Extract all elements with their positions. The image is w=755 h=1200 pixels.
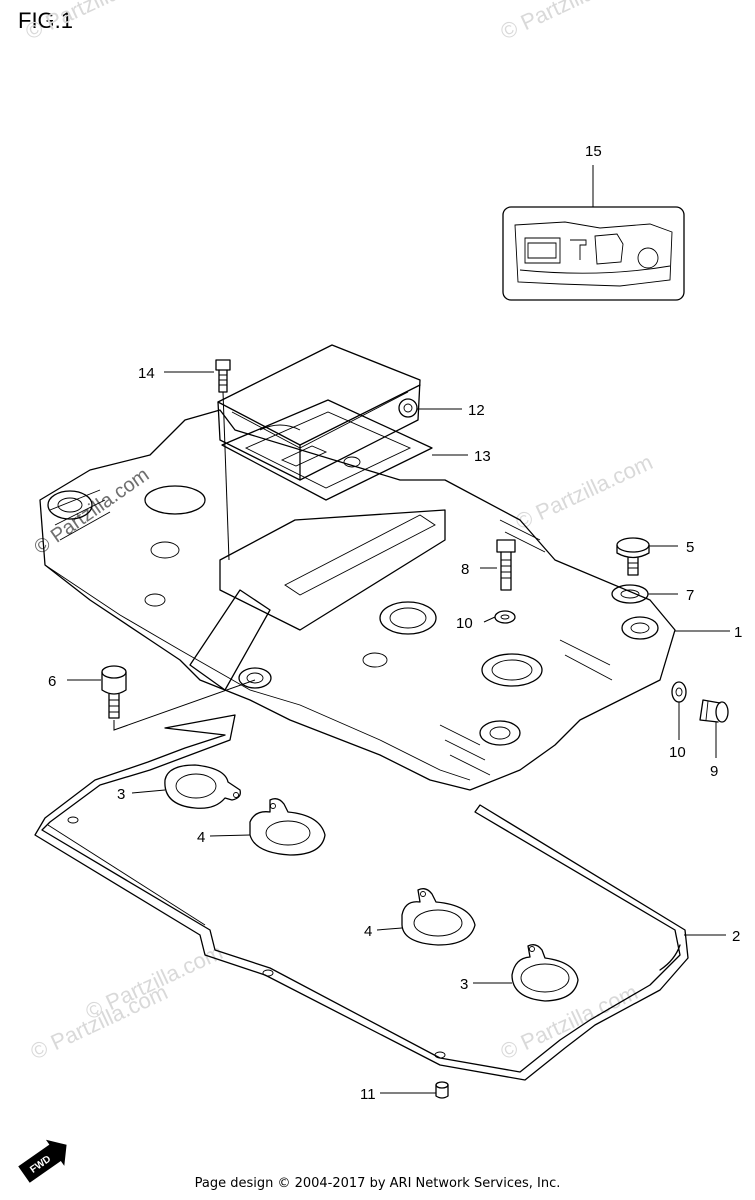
callout-11: 11 [360, 1086, 376, 1103]
watermark-text: © Partzilla.com [22, 0, 167, 45]
callout-15: 15 [585, 143, 602, 160]
callout-5: 5 [686, 539, 694, 556]
callout-7: 7 [686, 587, 694, 604]
callout-4: 4 [197, 829, 205, 846]
part-3-gasket [164, 764, 241, 809]
callout-1: 1 [734, 624, 742, 641]
part-13-gasket [221, 399, 433, 501]
part-8-bolt [496, 539, 516, 591]
callout-14: 14 [138, 365, 155, 382]
callout-12: 12 [468, 402, 485, 419]
callout-labels: 15 14 12 13 5 8 7 10 1 6 10 9 3 4 2 4 3 … [48, 143, 742, 1103]
callout-3: 3 [460, 976, 468, 993]
part-5-bolt [616, 537, 650, 576]
part-1-cylinder-head-cover [39, 409, 676, 791]
callout-10: 10 [456, 615, 473, 632]
callout-4: 4 [364, 923, 372, 940]
callout-8: 8 [461, 561, 469, 578]
fwd-arrow-badge: FWD [18, 1139, 67, 1183]
part-7-grommet [611, 584, 649, 604]
part-4-gasket [401, 888, 476, 946]
callout-9: 9 [710, 763, 718, 780]
callout-10: 10 [669, 744, 686, 761]
part-11-dowel-pin [435, 1081, 449, 1099]
callout-13: 13 [474, 448, 491, 465]
part-10-washer [494, 610, 516, 624]
part-4-gasket [249, 798, 326, 856]
callout-3: 3 [117, 786, 125, 803]
figure-title: FIG.1 [18, 8, 74, 33]
part-14-bolt [215, 359, 231, 561]
part-10-washer [671, 681, 687, 703]
watermark-text: © Partzilla.com [512, 449, 657, 534]
page-footer: Page design © 2004-2017 by ARI Network S… [194, 1176, 561, 1191]
watermark-text: © Partzilla.com [497, 0, 642, 45]
watermark-text: © Partzilla.com [30, 464, 153, 559]
watermarks: © Partzilla.com © Partzilla.com © Partzi… [22, 0, 657, 1065]
part-12-pair-cover [217, 344, 421, 481]
part-6-bolt [101, 665, 256, 731]
part-15-gasket-set [502, 206, 685, 301]
callout-6: 6 [48, 673, 56, 690]
part-9-bolt [699, 699, 729, 723]
leader-lines [67, 165, 730, 1094]
part-2-cover-gasket [34, 714, 689, 1081]
part-3-gasket [511, 944, 579, 1002]
callout-2: 2 [732, 928, 740, 945]
